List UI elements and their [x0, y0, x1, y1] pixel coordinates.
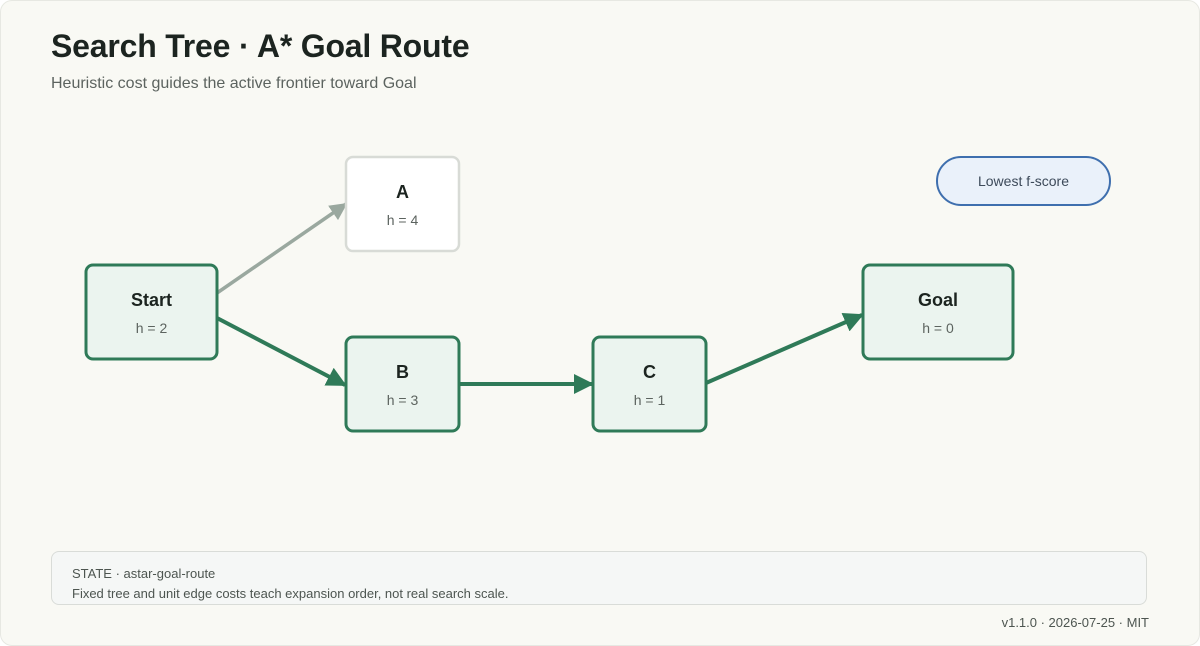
edge-start-a — [216, 202, 348, 295]
version-meta: v1.1.0 · 2026-07-25 · MIT — [1001, 615, 1149, 630]
edge-c-goal — [705, 313, 864, 385]
node-b-heuristic: h = 3 — [387, 392, 419, 408]
legend-lowest-f-score: Lowest f-score — [936, 156, 1111, 206]
node-c-label: C — [643, 362, 656, 382]
state-info-panel: STATE · astar-goal-route Fixed tree and … — [51, 551, 1147, 605]
node-b-label: B — [396, 362, 409, 382]
node-a: A h = 4 — [344, 155, 461, 253]
node-b: B h = 3 — [344, 335, 461, 433]
node-c-heuristic: h = 1 — [634, 392, 666, 408]
legend-label: Lowest f-score — [978, 173, 1069, 189]
node-goal-label: Goal — [918, 290, 958, 310]
node-c: C h = 1 — [591, 335, 708, 433]
page-title: Search Tree · A* Goal Route — [51, 28, 470, 64]
node-start: Start h = 2 — [84, 263, 219, 361]
edge-start-b — [216, 316, 347, 387]
node-a-label: A — [396, 182, 409, 202]
state-note: Fixed tree and unit edge costs teach exp… — [72, 586, 509, 601]
state-label: STATE · astar-goal-route — [72, 566, 216, 581]
node-start-label: Start — [131, 290, 172, 310]
node-goal-heuristic: h = 0 — [922, 320, 954, 336]
page-subtitle: Heuristic cost guides the active frontie… — [51, 75, 417, 92]
node-goal: Goal h = 0 — [861, 263, 1015, 361]
node-a-heuristic: h = 4 — [387, 212, 419, 228]
node-start-heuristic: h = 2 — [136, 320, 168, 336]
